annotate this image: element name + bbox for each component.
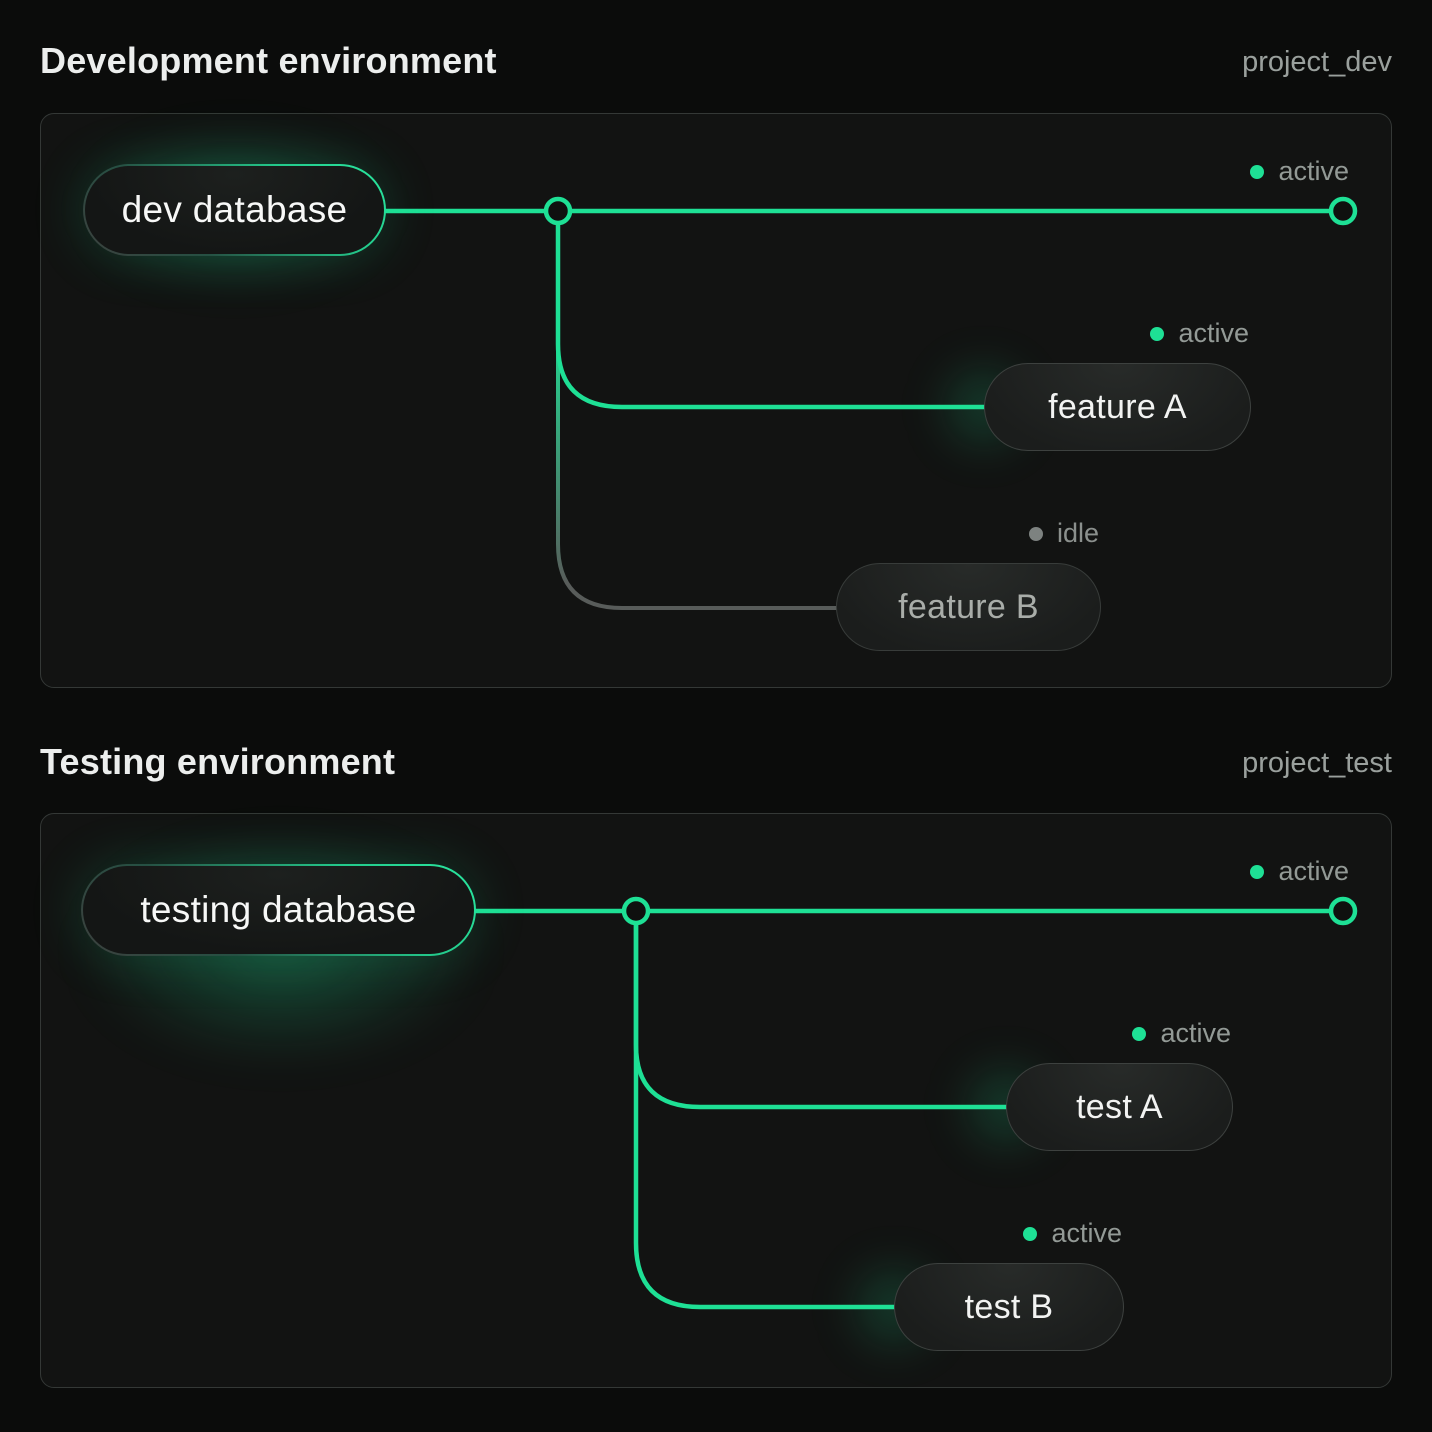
test-b-status-badge: active	[1023, 1218, 1122, 1249]
status-dot-icon	[1023, 1226, 1038, 1241]
test-branch-wires	[471, 896, 1358, 1310]
status-label: active	[1051, 1218, 1122, 1248]
feature-b-node[interactable]: feature B	[836, 563, 1101, 651]
test-b-label: test B	[964, 1287, 1054, 1326]
dev-trunk-endpoint-icon	[1328, 196, 1358, 226]
test-b-branch-line	[633, 911, 900, 1310]
status-dot-icon	[1150, 326, 1165, 341]
status-label: idle	[1056, 518, 1099, 548]
test-section-title: Testing environment	[40, 741, 396, 782]
status-label: active	[1160, 1018, 1231, 1048]
feature-a-status-badge: active	[1150, 318, 1249, 349]
dev-section-title: Development environment	[40, 40, 497, 81]
dev-trunk-status-badge: active	[1250, 156, 1349, 187]
dev-panel: active dev database active feature A idl…	[26, 99, 1392, 688]
test-a-status-badge: active	[1132, 1018, 1231, 1049]
test-a-node[interactable]: test A	[1006, 1063, 1233, 1151]
dev-database-label: dev database	[85, 166, 384, 254]
status-dot-icon	[1250, 864, 1265, 879]
test-trunk-status-badge: active	[1250, 856, 1349, 887]
feature-a-node[interactable]: feature A	[984, 363, 1251, 451]
testing-database-label: testing database	[83, 866, 474, 954]
status-label: active	[1278, 856, 1349, 886]
dev-project-name: project_dev	[1242, 46, 1392, 78]
feature-a-branch-line	[555, 211, 992, 410]
status-dot-icon	[1028, 526, 1043, 541]
test-b-node[interactable]: test B	[894, 1263, 1124, 1351]
feature-b-branch-line	[556, 211, 840, 610]
test-a-label: test A	[1076, 1087, 1163, 1126]
feature-a-label: feature A	[1048, 387, 1187, 426]
status-label: active	[1178, 318, 1249, 348]
test-a-branch-line	[633, 911, 1012, 1110]
feature-b-status-badge: idle	[1028, 518, 1099, 549]
status-dot-icon	[1132, 1026, 1147, 1041]
status-label: active	[1278, 156, 1349, 186]
feature-b-label: feature B	[898, 587, 1039, 626]
test-trunk-endpoint-icon	[1328, 896, 1358, 926]
dev-database-node[interactable]: dev database	[83, 164, 386, 256]
test-branch-point-icon	[621, 896, 651, 926]
status-dot-icon	[1250, 164, 1265, 179]
dev-branch-point-icon	[543, 196, 573, 226]
test-project-name: project_test	[1242, 747, 1392, 779]
testing-database-node[interactable]: testing database	[81, 864, 476, 956]
dev-branch-wires	[381, 196, 1358, 610]
test-panel: active testing database active test A ac…	[1, 789, 1392, 1388]
